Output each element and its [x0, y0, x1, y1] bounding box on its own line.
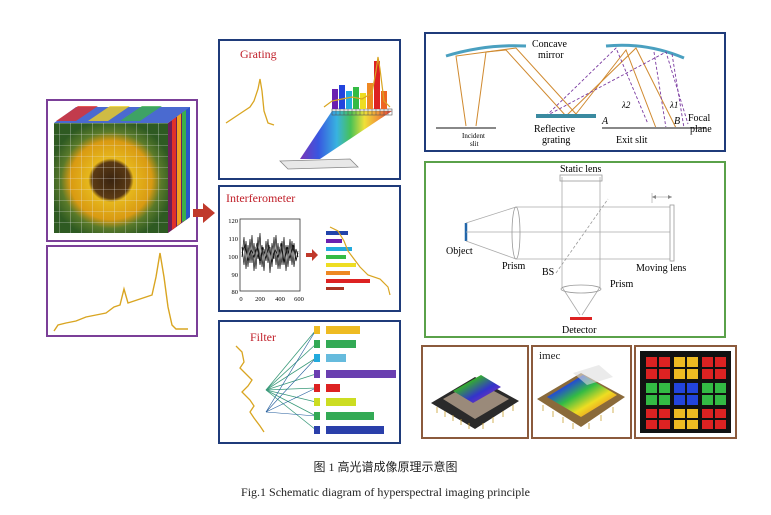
lambda2-label: λ2 — [621, 100, 631, 110]
prism-bottom-label: Prism — [610, 279, 634, 290]
hypercube-graphic — [54, 106, 190, 233]
spectrometer-diagram: Concave mirror Incident slit Reflective … — [436, 39, 712, 148]
incident-slit-label: slit — [470, 140, 479, 148]
hypercube-panel — [46, 99, 198, 242]
red-arrow-icon — [193, 203, 215, 223]
small-arrow-icon — [306, 249, 318, 261]
grating-panel: Grating — [218, 39, 401, 180]
spectrum-curve — [53, 252, 188, 332]
incident-label: Incident — [462, 132, 485, 140]
plane-label: plane — [690, 124, 712, 135]
imec-chip-image — [537, 365, 625, 429]
lambda1-label: λ1 — [669, 100, 678, 110]
imec-label: imec — [539, 350, 561, 362]
prism-setup-panel: Static lens Object Prism BS Moving lens … — [424, 161, 726, 338]
concave-label: Concave — [532, 39, 568, 50]
prism-diagram: Static lens Object Prism BS Moving lens … — [446, 164, 686, 336]
detector-label: Detector — [562, 325, 597, 336]
pixel-spectrum-panel — [46, 245, 198, 337]
chip-panel-2: imec — [531, 345, 632, 439]
filter-title: Filter — [250, 330, 276, 344]
bs-label: BS — [542, 267, 554, 278]
sensor-chip-image — [431, 375, 519, 429]
y-tick-label: 110 — [228, 236, 238, 243]
moving-lens-label: Moving lens — [636, 263, 686, 274]
prism-left-label: Prism — [502, 261, 526, 272]
y-tick-label: 120 — [228, 218, 238, 225]
mirror-label: mirror — [538, 50, 564, 61]
caption-english: Fig.1 Schematic diagram of hyperspectral… — [241, 485, 530, 499]
x-tick-label: 400 — [275, 296, 285, 303]
grating-label: grating — [542, 135, 570, 146]
interferometer-title: Interferometer — [226, 191, 296, 205]
grating-graphic — [225, 56, 393, 170]
concave-mirror-panel: Concave mirror Incident slit Reflective … — [424, 32, 726, 152]
filter-panel: Filter — [218, 320, 401, 444]
x-tick-label: 0 — [239, 296, 242, 303]
chip-panel-3 — [634, 345, 737, 439]
y-tick-label: 80 — [232, 289, 239, 296]
mosaic-filter-image — [640, 351, 731, 433]
interferogram-plot: 120 110 100 90 80 0 200 400 600 — [228, 218, 391, 303]
a-label: A — [601, 116, 609, 127]
x-tick-label: 600 — [294, 296, 304, 303]
exit-slit-label: Exit slit — [616, 135, 648, 146]
filter-graphic — [235, 326, 396, 434]
y-tick-label: 100 — [228, 254, 238, 261]
b-label: B — [674, 116, 680, 127]
caption-chinese: 图 1 高光谱成像原理示意图 — [313, 460, 458, 474]
grating-title: Grating — [240, 47, 277, 61]
reflective-label: Reflective — [534, 124, 576, 135]
x-tick-label: 200 — [255, 296, 265, 303]
chip-panel-1 — [421, 345, 529, 439]
interferometer-panel: Interferometer 120 110 100 90 80 0 200 4… — [218, 185, 401, 312]
focal-label: Focal — [688, 113, 710, 124]
y-tick-label: 90 — [232, 272, 239, 279]
object-label: Object — [446, 246, 473, 257]
static-lens-label: Static lens — [560, 164, 601, 175]
